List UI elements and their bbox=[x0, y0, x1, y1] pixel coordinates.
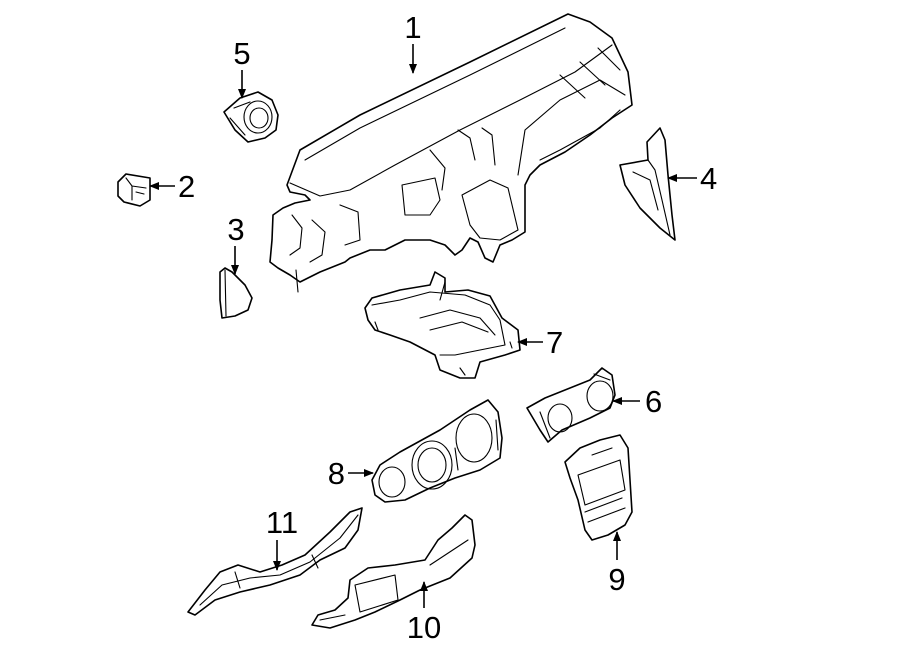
callout-1-label: 1 bbox=[404, 10, 421, 45]
callout-11: 11 bbox=[266, 505, 298, 571]
part-10-lower-trim[interactable] bbox=[311, 514, 476, 629]
part-3-end-cap[interactable] bbox=[219, 267, 253, 319]
part-7-bracket[interactable] bbox=[364, 271, 521, 379]
part-1-instrument-panel[interactable] bbox=[269, 13, 633, 293]
callout-7: 7 bbox=[517, 325, 563, 360]
callout-10: 10 bbox=[407, 581, 441, 645]
part-8-cluster-bezel[interactable] bbox=[371, 399, 503, 503]
part-11-knee-trim[interactable] bbox=[187, 507, 363, 616]
callout-10-label: 10 bbox=[407, 610, 441, 645]
callout-8-label: 8 bbox=[328, 456, 345, 491]
callout-3-label: 3 bbox=[227, 212, 244, 247]
callout-6-label: 6 bbox=[645, 384, 662, 419]
callout-6: 6 bbox=[612, 384, 662, 419]
callout-9-label: 9 bbox=[608, 562, 625, 597]
callout-1: 1 bbox=[404, 10, 422, 74]
callout-5: 5 bbox=[233, 36, 251, 99]
callout-5-label: 5 bbox=[233, 36, 250, 71]
part-5-vent[interactable] bbox=[223, 91, 279, 143]
callout-2-label: 2 bbox=[178, 169, 195, 204]
callout-8: 8 bbox=[328, 456, 374, 491]
callout-11-label: 11 bbox=[266, 505, 298, 540]
callout-2: 2 bbox=[149, 169, 195, 204]
callout-3: 3 bbox=[227, 212, 245, 275]
part-9-center-bezel[interactable] bbox=[564, 434, 633, 541]
callout-4: 4 bbox=[667, 161, 717, 196]
part-2-clip[interactable] bbox=[117, 173, 151, 207]
callout-7-label: 7 bbox=[546, 325, 563, 360]
callout-4-label: 4 bbox=[700, 161, 717, 196]
part-6-vent-bezel[interactable] bbox=[526, 367, 616, 443]
callout-9: 9 bbox=[608, 531, 626, 597]
part-4-side-trim[interactable] bbox=[619, 127, 676, 241]
